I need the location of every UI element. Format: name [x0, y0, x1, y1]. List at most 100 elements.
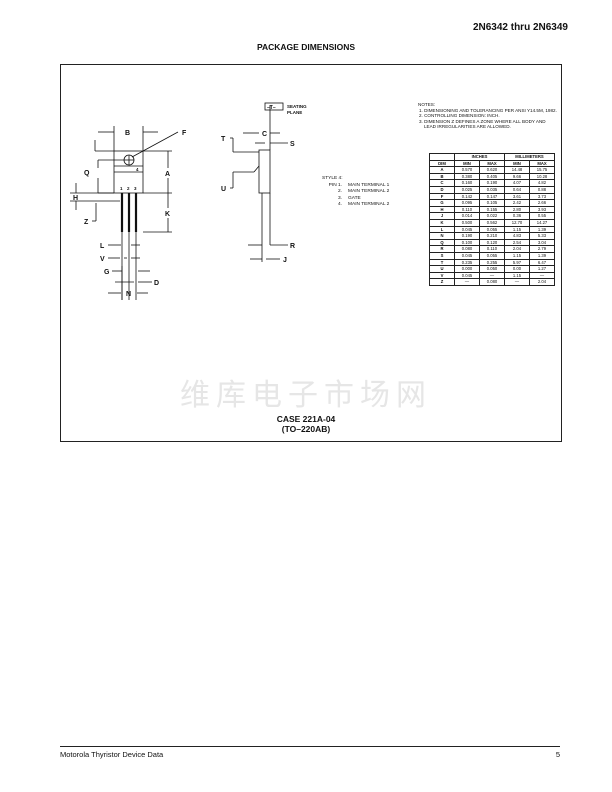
dim-label-g: G — [104, 269, 110, 276]
value-cell: 2.54 — [504, 238, 530, 247]
dim-cell: D — [429, 185, 455, 194]
value-cell: 0.55 — [529, 212, 555, 220]
case-line-2: (TO–220AB) — [281, 424, 331, 434]
value-cell: — — [529, 271, 555, 280]
pin-num: 2. — [337, 189, 342, 195]
value-cell: 0.500 — [454, 218, 480, 227]
side-body-outline — [258, 149, 271, 194]
value-cell: 0.190 — [479, 179, 505, 187]
column-header: MAX — [479, 159, 505, 168]
dim-cell: J — [429, 212, 455, 220]
value-cell: 0.562 — [479, 218, 505, 227]
value-cell: 2.04 — [529, 278, 555, 286]
dim-cell: S — [429, 251, 455, 260]
value-cell: 0.110 — [479, 245, 505, 253]
value-cell: 0.64 — [504, 185, 530, 194]
dim-cell: F — [429, 192, 455, 201]
value-cell: 0.080 — [479, 278, 505, 286]
value-cell: 0.110 — [454, 205, 480, 214]
dim-label-k: K — [165, 211, 170, 218]
pin-num: 4. — [337, 202, 342, 208]
dim-label-s: S — [290, 141, 295, 148]
value-cell: 0.045 — [454, 251, 480, 260]
dim-cell: U — [429, 265, 455, 273]
seating-label-1: SEATING — [287, 104, 307, 109]
pin-name: MAIN TERMINAL 2 — [348, 202, 390, 208]
dim-label-h: H — [73, 195, 78, 202]
dim-label-d: D — [154, 280, 159, 287]
pin-number-4: 4 — [136, 167, 139, 172]
dim-cell: V — [429, 271, 455, 280]
dim-cell: C — [429, 179, 455, 187]
pin-num: 3. — [337, 195, 342, 201]
value-cell: 1.15 — [504, 271, 530, 280]
dim-cell: R — [429, 245, 455, 253]
value-cell: 0.36 — [504, 212, 530, 220]
watermark: 维库电子市场网 — [180, 378, 432, 413]
pin-number-1: 1 — [120, 186, 123, 191]
seating-label-2: PLANE — [287, 110, 302, 115]
value-cell: 0.255 — [479, 258, 505, 267]
dim-label-l: L — [100, 243, 105, 250]
value-cell: 0.155 — [479, 205, 505, 214]
value-cell: 3.73 — [529, 192, 555, 201]
case-designation: CASE 221A-04 (TO–220AB) — [0, 414, 612, 434]
dim-label-f: F — [182, 130, 187, 137]
value-cell: 3.04 — [529, 238, 555, 247]
page-number: 5 — [555, 750, 560, 759]
footer-title: Motorola Thyristor Device Data — [60, 750, 164, 759]
dim-label-b: B — [125, 130, 130, 137]
value-cell: 0.100 — [454, 238, 480, 247]
dim-label-z: Z — [84, 219, 89, 226]
value-cell: 0.050 — [479, 265, 505, 273]
value-cell: 0.380 — [454, 172, 480, 181]
dim-cell: L — [429, 225, 455, 234]
value-cell: 0.00 — [504, 265, 530, 273]
value-cell: 0.88 — [529, 185, 555, 194]
value-cell: 10.28 — [529, 172, 555, 181]
value-cell: 1.39 — [529, 251, 555, 260]
value-cell: 6.47 — [529, 258, 555, 267]
value-cell: 0.142 — [454, 192, 480, 201]
value-cell: — — [479, 271, 505, 280]
dim-cell: K — [429, 218, 455, 227]
value-cell: 3.93 — [529, 205, 555, 214]
pin-name: GATE — [348, 195, 361, 201]
value-cell: 2.04 — [504, 245, 530, 253]
value-cell: 14.27 — [529, 218, 555, 227]
value-cell: 0.080 — [454, 245, 480, 253]
column-header: MIN — [454, 159, 480, 168]
dim-label-n: N — [126, 291, 131, 298]
value-cell: 12.70 — [504, 218, 530, 227]
value-cell: 15.75 — [529, 166, 555, 174]
value-cell: 5.97 — [504, 258, 530, 267]
value-cell: 5.33 — [529, 232, 555, 240]
dim-label-r: R — [290, 243, 295, 250]
table-row: Z—0.080—2.04 — [429, 278, 555, 286]
value-cell: 1.15 — [504, 251, 530, 260]
value-cell: 0.105 — [479, 199, 505, 207]
seating-plane-tag — [264, 102, 284, 111]
value-cell: — — [504, 278, 530, 286]
pin-number-2: 2 — [127, 186, 130, 191]
value-cell: 0.147 — [479, 192, 505, 201]
value-cell: 0.620 — [479, 166, 505, 174]
value-cell: 2.42 — [504, 199, 530, 207]
value-cell: 0.025 — [454, 185, 480, 194]
pin-num: PIN 1. — [328, 182, 342, 188]
